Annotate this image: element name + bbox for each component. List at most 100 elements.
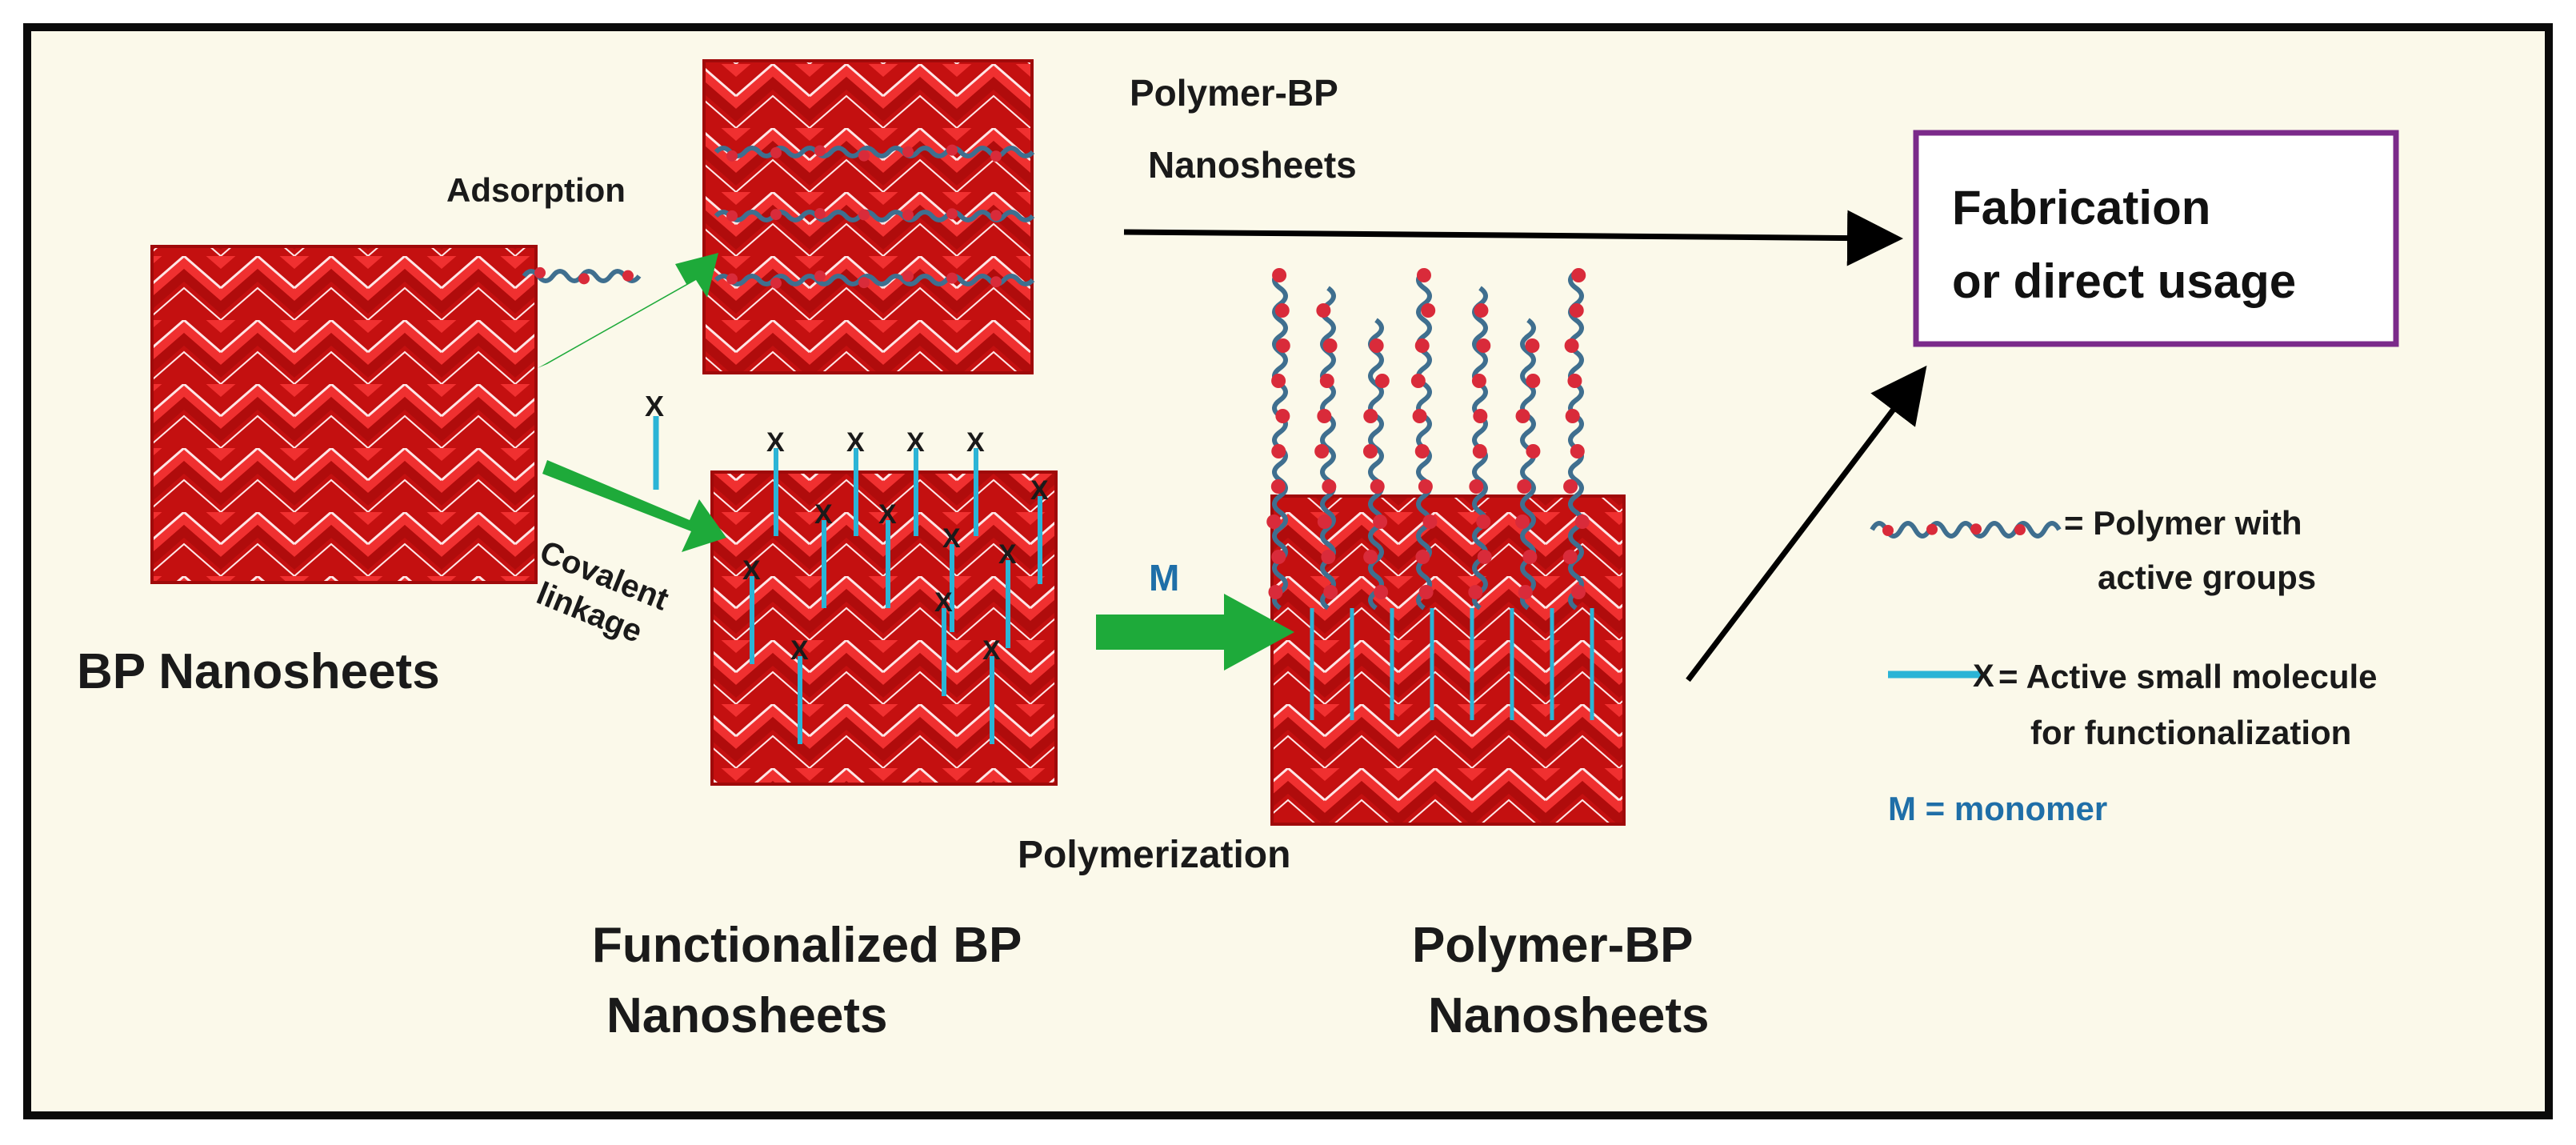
- polymer-bead: [1563, 550, 1578, 564]
- x-mark: X: [790, 635, 809, 666]
- polymer-bead: [1472, 374, 1486, 388]
- polymer-bead: [814, 208, 826, 219]
- polymer-bead: [1516, 409, 1530, 423]
- polymer-bead: [990, 210, 1002, 221]
- polymer-bead: [1468, 585, 1482, 599]
- polymer-bead: [1316, 303, 1330, 318]
- label-functionalized-1: Functionalized BP: [592, 918, 1022, 973]
- polymer-bead: [726, 274, 738, 285]
- polymer-bead: [1413, 409, 1427, 423]
- x-mark-sample: X: [645, 390, 664, 422]
- polymer-bead: [1515, 514, 1530, 529]
- polymer-bead: [1571, 585, 1586, 599]
- polymer-bead: [1473, 444, 1487, 458]
- polymer-bead: [858, 209, 870, 220]
- polymer-bead: [1415, 338, 1430, 353]
- polymer-bead: [1563, 479, 1578, 494]
- polymer-bead: [1272, 268, 1286, 282]
- polymer-bead: [726, 210, 738, 222]
- polymer-bead: [1570, 303, 1584, 318]
- polymer-bead: [1276, 338, 1290, 353]
- polymer-bead: [1373, 514, 1387, 529]
- polymer-bead: [1375, 374, 1390, 388]
- x-mark-legend: X: [1973, 659, 1994, 694]
- polymer-bead: [1474, 303, 1488, 318]
- polymer-bead: [1422, 514, 1437, 529]
- label-fabrication-1: Fabrication: [1952, 181, 2210, 234]
- legend-molecule-2: for functionalization: [2030, 714, 2351, 751]
- legend-polymer-2: active groups: [2098, 558, 2316, 596]
- polymer-bead: [622, 270, 634, 282]
- polymer-bead: [990, 150, 1002, 162]
- polymer-bead: [1419, 585, 1434, 599]
- polymer-bead: [1566, 409, 1580, 423]
- polymer-bead: [858, 150, 870, 162]
- polymer-bead: [770, 147, 782, 158]
- x-mark: X: [998, 539, 1017, 570]
- polymer-bead: [770, 209, 782, 220]
- polymer-bead: [2014, 524, 2026, 535]
- polymer-bead: [1271, 444, 1286, 458]
- label-polymerization: Polymerization: [1018, 834, 1290, 876]
- polymer-bead: [1570, 444, 1585, 458]
- label-polymer-bp-top-1: Polymer-BP: [1130, 72, 1338, 114]
- polymer-bead: [1271, 374, 1286, 388]
- x-mark: X: [966, 427, 985, 458]
- legend-polymer-1: = Polymer with: [2064, 504, 2302, 542]
- label-polymer-bp-bottom-2: Nanosheets: [1428, 988, 1709, 1043]
- polymer-bead: [1418, 479, 1433, 494]
- polymer-bead: [1525, 338, 1539, 353]
- polymer-bead: [1571, 268, 1586, 282]
- polymer-bead: [1415, 550, 1430, 564]
- polymer-bead: [1522, 550, 1537, 564]
- label-functionalized-2: Nanosheets: [606, 988, 887, 1043]
- polymer-bead: [1322, 479, 1336, 494]
- polymer-bead: [1575, 514, 1590, 529]
- x-mark: X: [742, 555, 761, 586]
- label-fabrication-2: or direct usage: [1952, 254, 2296, 308]
- polymer-bead: [1275, 303, 1290, 318]
- bp-nanosheet-polymer-grafted: [1272, 496, 1624, 824]
- polymer-bead: [1517, 479, 1531, 494]
- polymer-bead: [534, 267, 546, 278]
- polymer-bead: [1415, 444, 1430, 458]
- polymer-bead: [1370, 338, 1384, 353]
- polymer-bead: [1266, 514, 1281, 529]
- polymer-bead: [726, 150, 738, 162]
- polymer-bead: [1926, 524, 1938, 535]
- polymer-bead: [1526, 444, 1540, 458]
- polymer-bead: [1321, 550, 1335, 564]
- polymer-bead: [1323, 585, 1338, 599]
- polymer-bead: [902, 146, 914, 158]
- polymer-bead: [1417, 268, 1431, 282]
- polymer-bead: [1374, 585, 1388, 599]
- polymer-bead: [1363, 409, 1378, 423]
- label-m-arrow: M: [1149, 557, 1179, 599]
- polymer-bead: [1476, 338, 1490, 353]
- polymer-bead: [1363, 550, 1378, 564]
- polymer-bead: [1518, 585, 1533, 599]
- polymer-bead: [946, 273, 958, 284]
- polymer-bead: [578, 273, 590, 284]
- polymer-bead: [1411, 374, 1426, 388]
- label-polymer-bp-top-2: Nanosheets: [1148, 144, 1357, 186]
- polymer-bead: [902, 270, 914, 282]
- x-mark: X: [766, 427, 785, 458]
- label-adsorption: Adsorption: [446, 171, 626, 209]
- polymer-bead: [1314, 444, 1329, 458]
- label-polymer-bp-bottom-1: Polymer-BP: [1412, 918, 1693, 973]
- x-mark: X: [906, 427, 925, 458]
- polymer-bead: [1565, 338, 1579, 353]
- bp-nanosheet-pristine: [152, 246, 536, 583]
- x-mark: X: [982, 635, 1001, 666]
- x-mark: X: [878, 499, 897, 530]
- polymer-bead: [1469, 479, 1483, 494]
- legend-monomer: M = monomer: [1888, 790, 2107, 827]
- polymer-bead: [1970, 523, 1982, 534]
- polymer-bead: [814, 270, 826, 282]
- label-bp-nanosheets: BP Nanosheets: [77, 644, 440, 699]
- polymer-bead: [1275, 409, 1290, 423]
- polymer-bead: [1271, 550, 1286, 564]
